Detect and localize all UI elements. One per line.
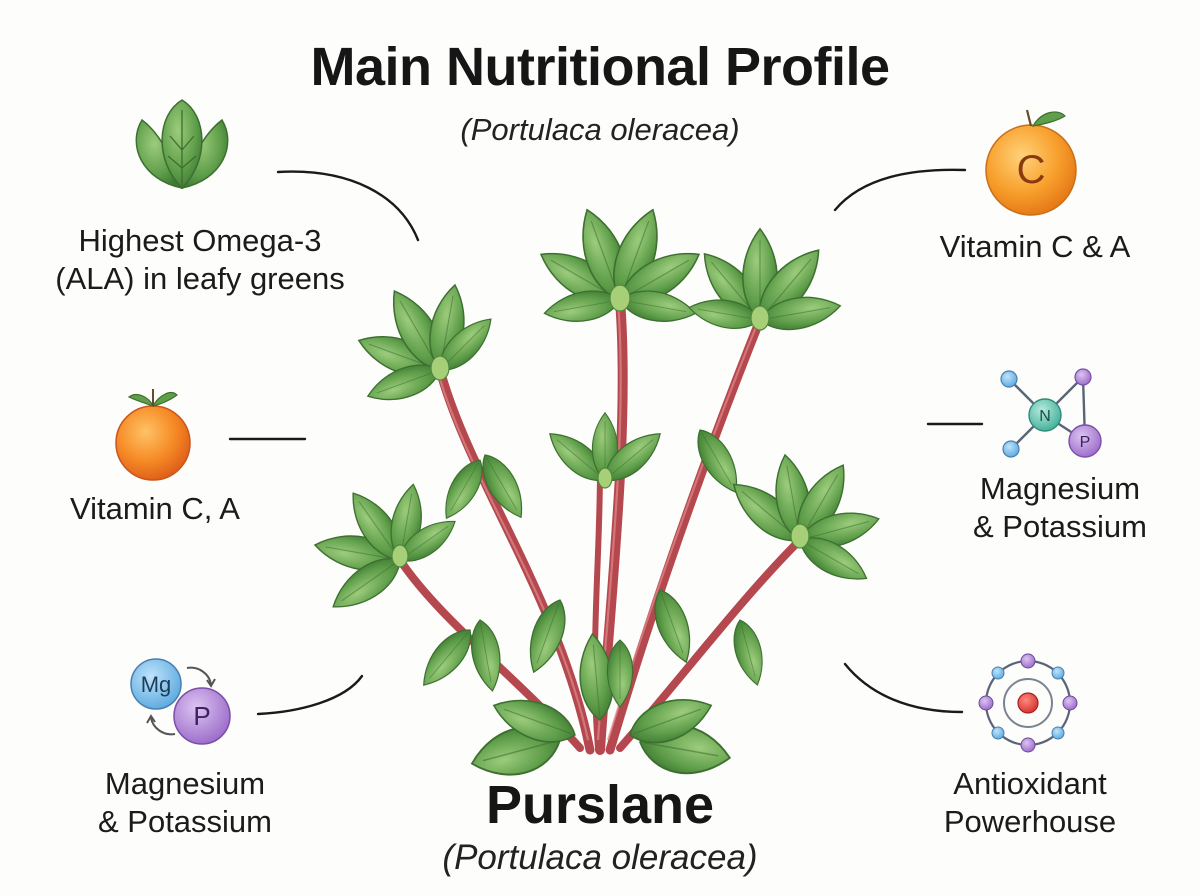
label-omega3: Highest Omega-3 (ALA) in leafy greens [20,222,380,298]
atom-icon [978,653,1078,753]
leafy-greens-icon [135,99,229,190]
label-antioxidant-line1: Antioxidant [953,766,1107,801]
plant-name: Purslane [485,775,715,835]
molecule-atom-p: P [1080,434,1091,451]
mineral-cycle-icon: Mg P [130,658,231,745]
purslane-plant-illustration [311,202,884,787]
label-mg-k-left: Magnesium & Potassium [40,765,330,841]
plant-buds [391,284,810,568]
plant-scientific-name: (Portulaca oleracea) [442,838,758,877]
label-omega3-line2: (ALA) in leafy greens [55,261,345,296]
label-antioxidant: Antioxidant Powerhouse [905,765,1155,841]
label-mg-k-left-line1: Magnesium [104,766,266,801]
page-title: Main Nutritional Profile [310,37,890,97]
p-atom-label: P [193,701,210,731]
page-subtitle: (Portulaca oleracea) [460,112,740,147]
connector-omega3 [276,170,420,242]
connector-antioxidant [843,662,964,714]
molecule-atom-n: N [1039,408,1051,425]
label-vitamin-ca-right-text: Vitamin C & A [939,229,1131,264]
connector-mg-k-left [256,674,364,716]
label-antioxidant-line2: Powerhouse [943,804,1117,839]
connector-lines [228,168,984,716]
orange-vitamin-c-icon: C [985,109,1077,216]
label-vitamin-ca-right: Vitamin C & A [905,228,1165,266]
label-vitamin-ca-left-text: Vitamin C, A [69,491,240,526]
label-vitamin-ca-left: Vitamin C, A [20,490,290,528]
label-mg-k-right: Magnesium & Potassium [925,470,1195,546]
label-mg-k-right-line1: Magnesium [979,471,1141,506]
vitamin-c-letter: C [1017,148,1046,192]
orange-icon [115,389,191,481]
molecule-icon: N P [1000,368,1102,458]
label-omega3-line1: Highest Omega-3 [78,223,322,258]
label-mg-k-right-line2: & Potassium [972,509,1147,544]
connector-vitamin-ca-right [833,168,967,212]
label-mg-k-left-line2: & Potassium [97,804,272,839]
mg-atom-label: Mg [141,672,172,697]
